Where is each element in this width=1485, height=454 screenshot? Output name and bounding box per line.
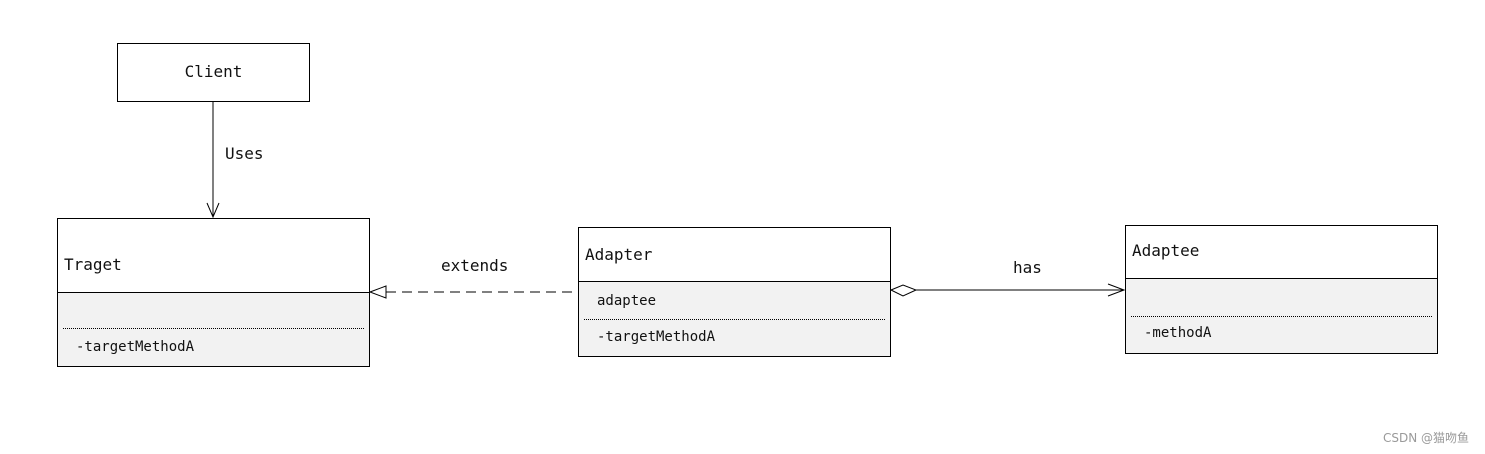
client-class-box[interactable]: Client (117, 43, 310, 102)
target-class-name: Traget (64, 255, 122, 274)
has-label: has (1013, 258, 1042, 277)
adapter-class-box[interactable]: Adapter adaptee -targetMethodA (578, 227, 891, 357)
uses-open-arrowhead (206, 202, 220, 219)
adapter-class-name: Adapter (585, 245, 653, 264)
target-method: -targetMethodA (76, 339, 195, 355)
adaptee-class-body: -methodA (1126, 278, 1437, 353)
adapter-class-body: adaptee -targetMethodA (579, 281, 890, 356)
extends-hollow-triangle (368, 285, 387, 299)
adaptee-class-name: Adaptee (1132, 241, 1200, 260)
adaptee-class-box[interactable]: Adaptee -methodA (1125, 225, 1438, 354)
adaptee-member-separator (1131, 316, 1432, 317)
extends-connector (368, 285, 578, 299)
adapter-method: -targetMethodA (597, 329, 716, 345)
uses-label: Uses (225, 144, 264, 163)
extends-label: extends (441, 256, 509, 275)
client-class-name: Client (184, 62, 243, 81)
has-aggregation-diamond (889, 284, 918, 297)
target-class-box[interactable]: Traget -targetMethodA (57, 218, 370, 367)
adapter-member-separator (584, 319, 885, 320)
has-connector (889, 283, 1126, 297)
uses-connector (206, 101, 220, 219)
target-member-separator (63, 328, 364, 329)
watermark: CSDN @猫吻鱼 (1382, 431, 1469, 445)
target-class-body: -targetMethodA (58, 292, 369, 366)
adaptee-method: -methodA (1144, 325, 1212, 341)
has-open-arrowhead (1107, 283, 1126, 297)
adapter-attribute: adaptee (597, 293, 657, 309)
